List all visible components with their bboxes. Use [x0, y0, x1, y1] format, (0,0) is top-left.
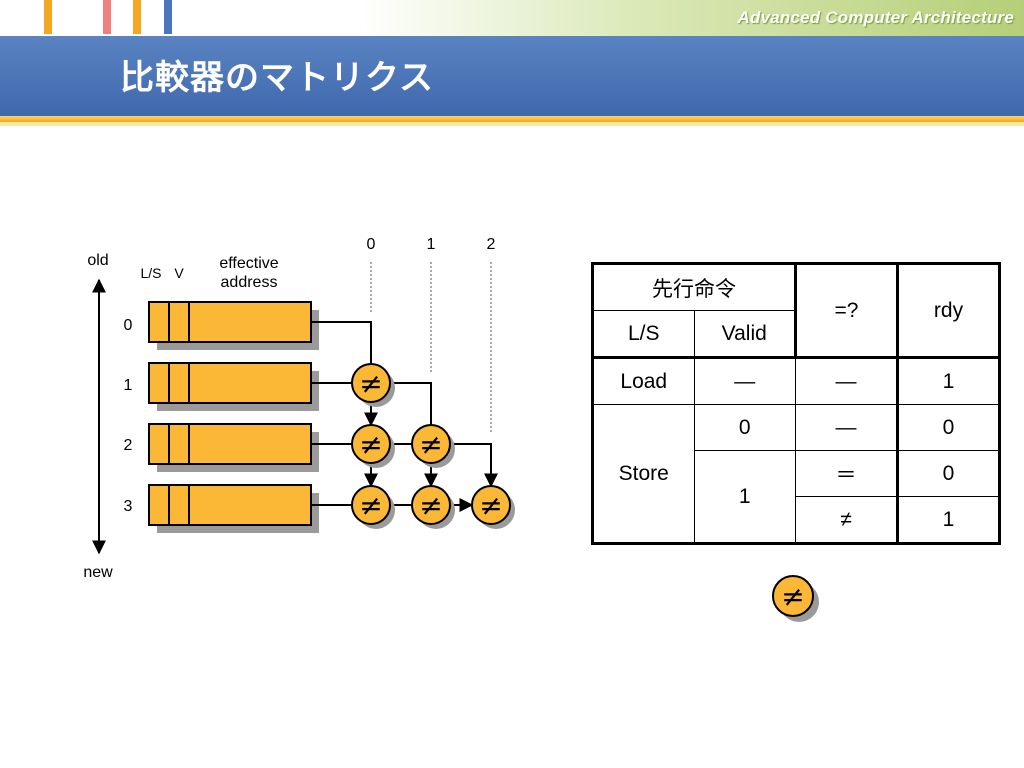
page-title: 比較器のマトリクス	[120, 58, 434, 98]
store-eq0-cell: —	[795, 404, 899, 451]
column-label-1: 1	[427, 236, 436, 253]
load-eq-cell: —	[795, 357, 899, 405]
table-row: Load — — 1	[592, 357, 1000, 405]
row-label-3: 3	[124, 498, 133, 515]
accent-stripe-4	[164, 0, 172, 34]
not-equal-symbol: ≠	[781, 580, 804, 613]
not-equal-symbol: ≠	[479, 489, 502, 522]
store-rdy0-cell: 0	[897, 404, 1000, 451]
title-bar	[0, 36, 1024, 116]
column-label-0: 0	[367, 236, 376, 253]
not-equal-symbol: ≠	[419, 489, 442, 522]
new-label: new	[83, 564, 113, 581]
store-rdy-notequal-cell: 1	[897, 496, 1000, 544]
store-ls-cell: Store	[592, 404, 695, 544]
brand-text: Advanced Computer Architecture	[737, 8, 1014, 27]
comparator-2-0: ≠	[351, 424, 395, 468]
store-valid1-cell: 1	[693, 450, 796, 544]
store-eq-equal-cell: ＝	[795, 450, 899, 497]
ready-header: rdy	[897, 263, 1000, 359]
row-label-0: 0	[124, 317, 133, 334]
load-rdy-cell: 1	[897, 357, 1000, 405]
table-row: ≠ 1	[593, 496, 1000, 544]
valid-header: Valid	[693, 310, 797, 359]
queue-entry-0	[148, 301, 319, 350]
address-label-line1: effective	[219, 255, 278, 272]
ready-condition-table: 先行命令 =? rdy L/S Valid Load — — 1 Store 0…	[591, 262, 1001, 545]
table-row: Store 0 — 0	[592, 404, 1000, 544]
queue-entry-2	[148, 423, 319, 472]
accent-stripe-2	[103, 0, 111, 34]
accent-stripe-3	[133, 0, 141, 34]
comparator-3-1: ≠	[411, 485, 455, 529]
row-label-1: 1	[124, 377, 133, 394]
column-label-2: 2	[487, 236, 496, 253]
equality-header: =?	[795, 263, 899, 359]
queue-entry-3	[148, 484, 319, 533]
row-label-2: 2	[124, 437, 133, 454]
title-underline	[0, 116, 1024, 122]
table-row: 1 ＝ 0	[593, 450, 1000, 544]
comparator-1-0: ≠	[351, 363, 395, 407]
comparator-3-2: ≠	[471, 485, 515, 529]
not-equal-symbol: ≠	[359, 489, 382, 522]
queue-entry-1	[148, 362, 319, 411]
not-equal-symbol: ≠	[419, 428, 442, 461]
not-equal-symbol: ≠	[359, 428, 382, 461]
accent-stripe-1	[44, 0, 52, 34]
comparator-2-1: ≠	[411, 424, 455, 468]
valid-field-label: V	[174, 265, 184, 281]
legend-comparator: ≠	[772, 575, 819, 622]
store-eq-notequal-cell: ≠	[795, 496, 899, 544]
ls-field-label: L/S	[140, 265, 161, 281]
load-ls-cell: Load	[592, 357, 695, 405]
prior-instruction-header: 先行命令	[592, 263, 797, 311]
title-underline-light	[0, 122, 1024, 126]
old-label: old	[87, 252, 108, 269]
load-valid-cell: —	[693, 357, 796, 405]
comparator-3-0: ≠	[351, 485, 395, 529]
address-label-line2: address	[221, 274, 278, 291]
store-rdy-equal-cell: 0	[897, 450, 1000, 497]
store-valid0-cell: 0	[693, 404, 796, 451]
not-equal-symbol: ≠	[359, 367, 382, 400]
ls-header: L/S	[592, 310, 695, 359]
